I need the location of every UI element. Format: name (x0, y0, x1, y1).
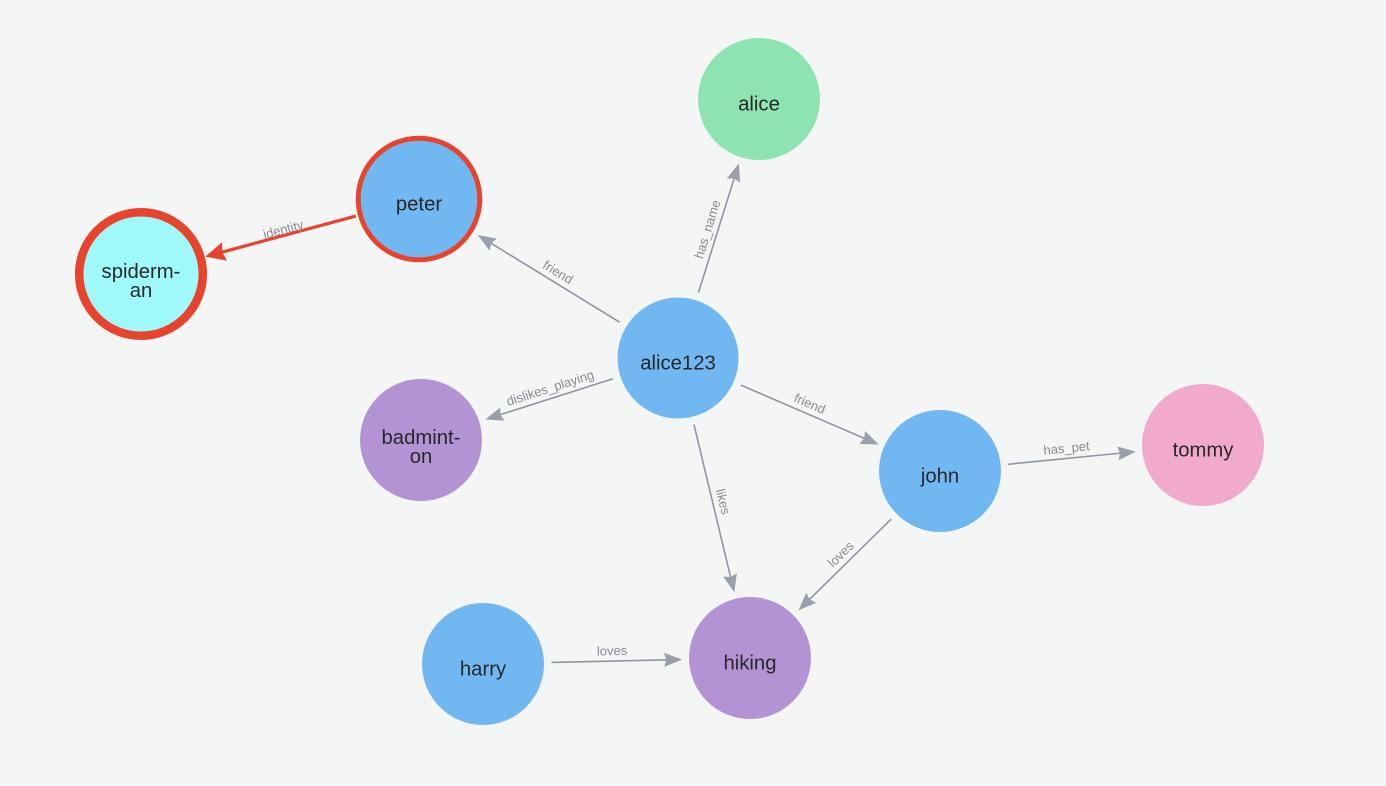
svg-text:alice123: alice123 (640, 353, 716, 375)
svg-text:likes: likes (713, 487, 734, 516)
svg-text:tommy: tommy (1173, 440, 1235, 462)
svg-text:loves: loves (597, 643, 628, 659)
svg-text:on: on (410, 446, 433, 468)
svg-text:an: an (130, 280, 153, 302)
svg-text:hiking: hiking (724, 653, 777, 675)
svg-text:spiderm-: spiderm- (102, 261, 181, 283)
svg-text:peter: peter (396, 194, 442, 216)
svg-text:badmint-: badmint- (382, 427, 461, 449)
svg-text:has_pet: has_pet (1043, 438, 1091, 458)
svg-text:alice: alice (738, 94, 780, 116)
svg-text:harry: harry (460, 659, 507, 681)
svg-text:john: john (920, 466, 959, 488)
